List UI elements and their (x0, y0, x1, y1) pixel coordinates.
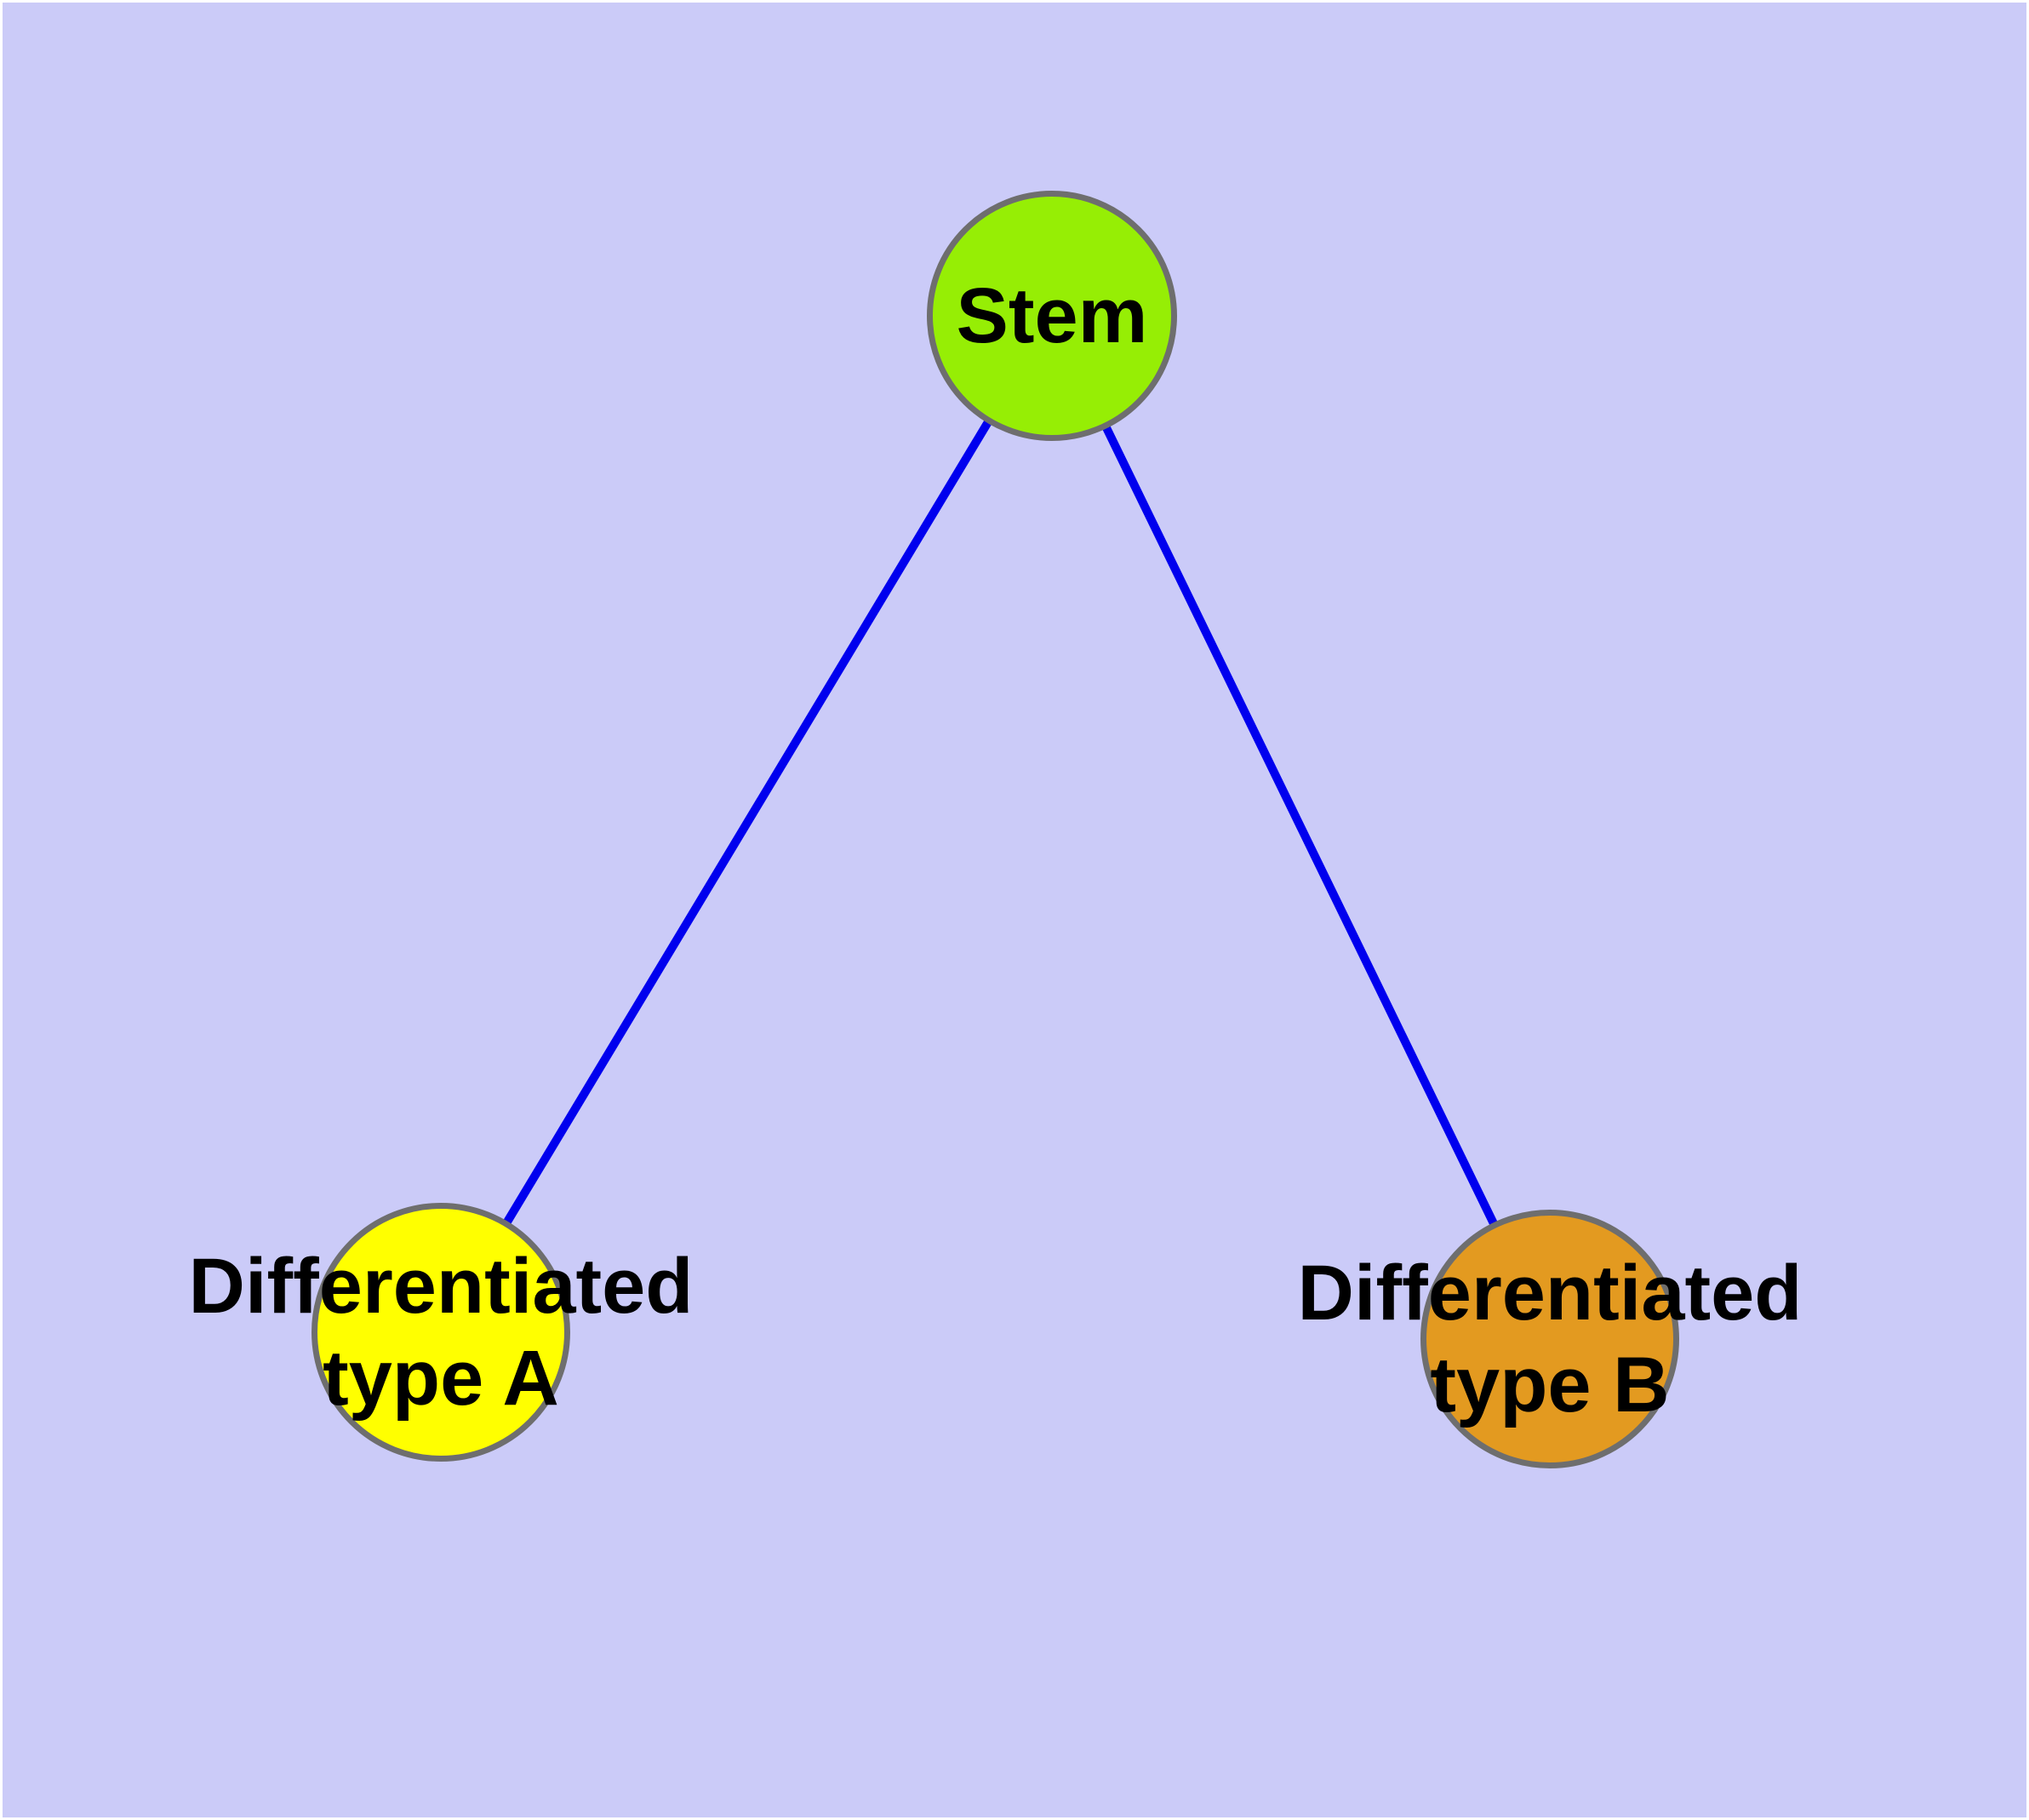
edge-stem-to-type-b (1048, 313, 1554, 1342)
node-differentiated-type-a-circle[interactable] (311, 1203, 570, 1462)
node-differentiated-type-b-circle[interactable] (1420, 1210, 1679, 1468)
edges-layer (437, 313, 1554, 1342)
node-label-line: type A (323, 1335, 559, 1422)
node-label-line: Differentiated (1297, 1250, 1803, 1336)
node-label-line: Stem (956, 272, 1148, 359)
node-differentiated-type-a-label: Differentiated type A (189, 1240, 694, 1424)
edge-stem-to-type-a (437, 313, 1056, 1335)
node-differentiated-type-b-label: Differentiated type B (1298, 1247, 1803, 1431)
node-stem-circle[interactable] (927, 191, 1177, 441)
node-label-line: type B (1430, 1342, 1670, 1428)
node-stem-label: Stem (957, 270, 1148, 362)
node-label-line: Differentiated (188, 1243, 694, 1330)
